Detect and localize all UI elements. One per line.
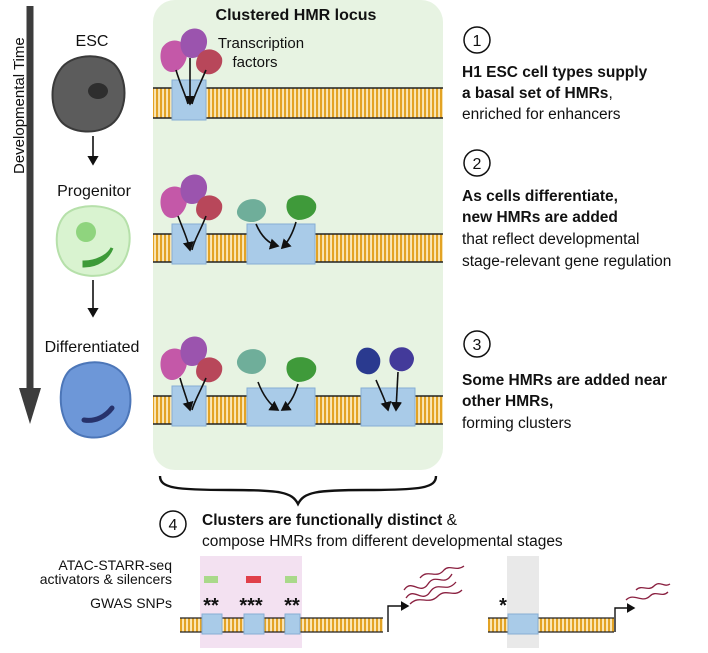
step-bold-line2: new HMRs are added xyxy=(462,209,618,226)
gwas-label: GWAS SNPs xyxy=(90,595,172,611)
step4-normal-suffix: & xyxy=(442,512,457,529)
transcript-squiggles xyxy=(403,565,465,605)
locus-row-progenitor xyxy=(153,174,443,265)
snp-mark: *** xyxy=(239,595,263,617)
step-line2: a basal set of HMRs, xyxy=(462,85,613,102)
developmental-time-axis: Developmental Time xyxy=(11,6,41,424)
step-normal-line2: stage-relevant gene regulation xyxy=(462,253,671,270)
locus-row-differentiated xyxy=(153,336,443,427)
hmr-region xyxy=(171,79,207,121)
step-bold-line2-suffix: , xyxy=(608,85,612,102)
atac-label-line1: ATAC-STARR-seq xyxy=(58,557,172,573)
tss-arrow xyxy=(387,601,410,632)
dna-strand xyxy=(180,618,383,632)
silencer-mark xyxy=(246,576,261,583)
step-line2: other HMRs, xyxy=(462,393,553,410)
step-normal-line1: forming clusters xyxy=(462,415,572,432)
progenitor-cell xyxy=(55,205,131,277)
step-bold-line2: a basal set of HMRs xyxy=(462,85,608,102)
curly-brace xyxy=(158,475,438,507)
step-bold-line1: Some HMRs are added near xyxy=(462,372,667,389)
dna-strand xyxy=(488,618,614,632)
time-axis-label: Developmental Time xyxy=(11,37,28,174)
step-normal-line1: enriched for enhancers xyxy=(462,106,621,123)
activator-mark xyxy=(204,576,218,583)
stage-label-progenitor: Progenitor xyxy=(57,183,131,200)
step-number-badge xyxy=(463,330,491,358)
cell-stages: ESC Progenitor Differentiated xyxy=(45,33,140,439)
tf-cluster-magenta xyxy=(160,336,223,383)
step4-line2: compose HMRs from different developmenta… xyxy=(202,533,563,550)
step-line2: new HMRs are added xyxy=(462,209,618,226)
snp-mark: ** xyxy=(203,595,219,617)
hmr-region xyxy=(246,223,316,265)
tf-cluster-magenta xyxy=(160,28,223,75)
hmr-region xyxy=(284,613,301,635)
differentiated-cell xyxy=(59,361,132,439)
step-2: 2 As cells differentiate, new HMRs are a… xyxy=(462,149,671,270)
step-bold-line2: other HMRs, xyxy=(462,393,553,410)
step4-bold-text: Clusters are functionally distinct xyxy=(202,512,442,529)
stage-label-differentiated: Differentiated xyxy=(45,339,140,356)
step-number: 1 xyxy=(473,33,482,50)
hmr-region xyxy=(201,613,223,635)
snp-mark: * xyxy=(499,595,507,617)
tf-label-line1: Transcription xyxy=(218,35,304,52)
transcript-squiggles xyxy=(625,583,671,601)
step-1: 1 H1 ESC cell types supply a basal set o… xyxy=(462,26,648,123)
tf-cluster-magenta xyxy=(160,174,223,221)
tss-arrow xyxy=(614,603,636,632)
hmr-region xyxy=(246,387,316,427)
step-number: 3 xyxy=(473,337,482,354)
time-axis-arrowhead xyxy=(19,388,41,424)
step-number-badge xyxy=(159,510,187,538)
snp-mark: ** xyxy=(284,595,300,617)
hmr-region xyxy=(360,387,416,427)
atac-label-line2: activators & silencers xyxy=(40,571,172,587)
tf-cluster-green xyxy=(236,195,317,222)
functional-tracks: ATAC-STARR-seq activators & silencers GW… xyxy=(40,556,671,648)
step-number-badge xyxy=(463,149,491,177)
step4-line1: Clusters are functionally distinct & xyxy=(202,512,458,529)
step-4: 4 Clusters are functionally distinct & c… xyxy=(159,510,563,550)
step-normal-line1: that reflect developmental xyxy=(462,231,640,248)
hmr-region xyxy=(507,613,539,635)
tf-cluster-green xyxy=(236,349,317,382)
hmr-region xyxy=(243,613,265,635)
step-bold-line1: As cells differentiate, xyxy=(462,188,618,205)
step-3: 3 Some HMRs are added near other HMRs, f… xyxy=(462,330,667,432)
tf-label-line2: factors xyxy=(232,54,277,71)
activator-mark xyxy=(285,576,297,583)
step-number: 2 xyxy=(473,156,482,173)
stage-label-esc: ESC xyxy=(76,33,109,50)
panel-title: Clustered HMR locus xyxy=(216,7,377,24)
locus-row-esc xyxy=(153,28,443,121)
esc-cell xyxy=(51,55,126,133)
clustered-hmr-panel: Clustered HMR locus Transcription factor… xyxy=(153,0,443,470)
step-number-badge xyxy=(463,26,491,54)
step-number: 4 xyxy=(169,517,178,534)
step-bold-line1: H1 ESC cell types supply xyxy=(462,64,648,81)
tf-cluster-navy xyxy=(356,347,414,375)
